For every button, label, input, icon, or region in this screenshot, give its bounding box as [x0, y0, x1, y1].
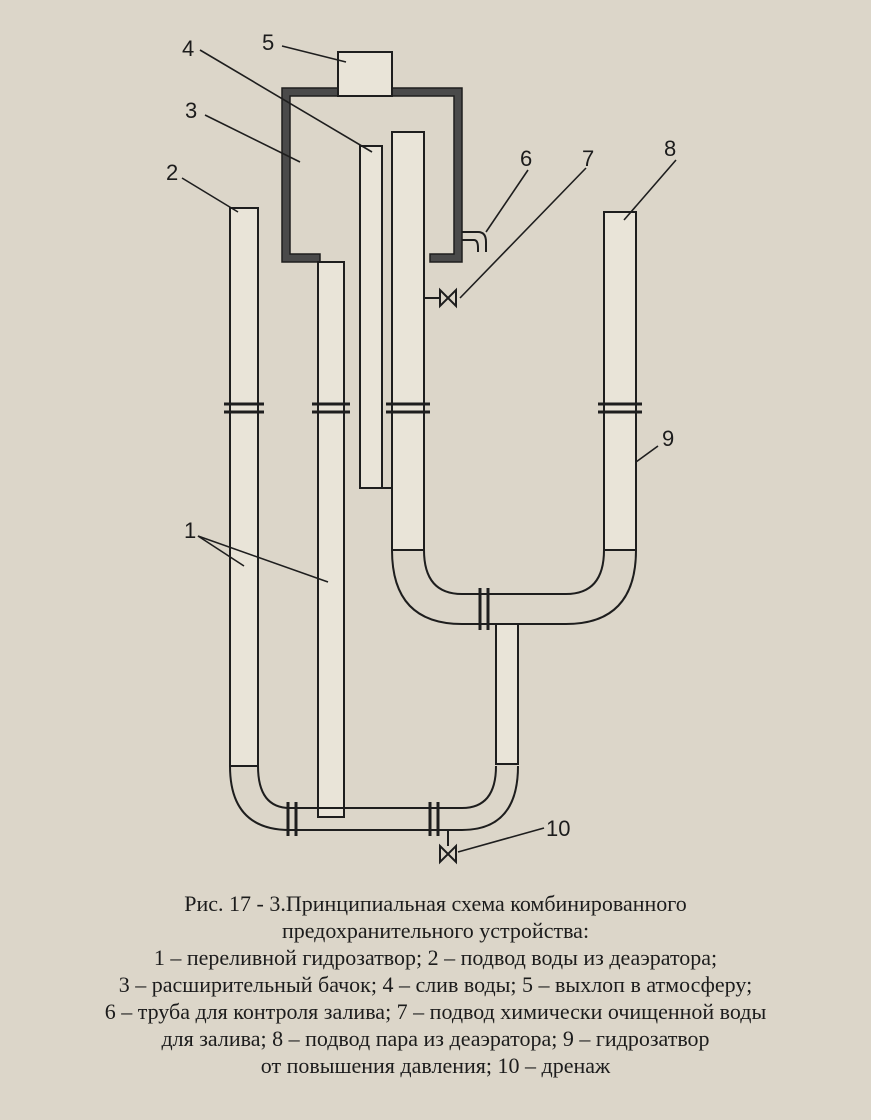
legend-line-4: для залива; 8 – подвод пара из деаэратор…: [161, 1026, 710, 1051]
figure-number: Рис. 17 - 3.: [184, 891, 286, 916]
label-5: 5: [262, 30, 274, 55]
exhaust-pipe: [337, 51, 393, 97]
bottom-collector: [229, 765, 519, 836]
chemically-treated-water-valve: [424, 287, 457, 309]
overflow-pipe: [312, 261, 350, 818]
connecting-down-pipe: [495, 623, 519, 765]
drain-pipe: [359, 145, 392, 489]
hydraulic-seal-left-leg: [386, 131, 430, 551]
expansion-tank: [281, 51, 487, 263]
drain-valve: [439, 830, 457, 865]
callout-leaders: [181, 45, 677, 853]
label-7: 7: [582, 146, 594, 171]
label-8: 8: [664, 136, 676, 161]
water-inlet-pipe: [224, 207, 264, 767]
steam-inlet-pipe: [598, 211, 642, 551]
caption-title-line-1: Рис. 17 - 3.Принципиальная схема комбини…: [0, 890, 871, 917]
label-1: 1: [184, 518, 196, 543]
label-10: 10: [546, 816, 570, 841]
label-4: 4: [182, 36, 194, 61]
label-2: 2: [166, 160, 178, 185]
legend-line-2: 3 – расширительный бачок; 4 – слив воды;…: [118, 972, 753, 997]
label-6: 6: [520, 146, 532, 171]
label-9: 9: [662, 426, 674, 451]
caption-title-text: Принципиальная схема комбинированного: [285, 891, 687, 916]
label-3: 3: [185, 98, 197, 123]
seal-diagram: 5 4 3 2 6 7 8 9 1 10: [166, 30, 677, 865]
figure-caption: Рис. 17 - 3.Принципиальная схема комбини…: [0, 890, 871, 1079]
legend-line-5: от повышения давления; 10 – дренаж: [260, 1053, 611, 1078]
legend-line-1: 1 – переливной гидрозатвор; 2 – подвод в…: [153, 945, 718, 970]
legend-line-3: 6 – труба для контроля залива; 7 – подво…: [104, 999, 767, 1024]
overflow-check-pipe: [462, 231, 487, 252]
caption-title-line-2: предохранительного устройства:: [281, 918, 590, 943]
u-bend: [391, 549, 637, 630]
